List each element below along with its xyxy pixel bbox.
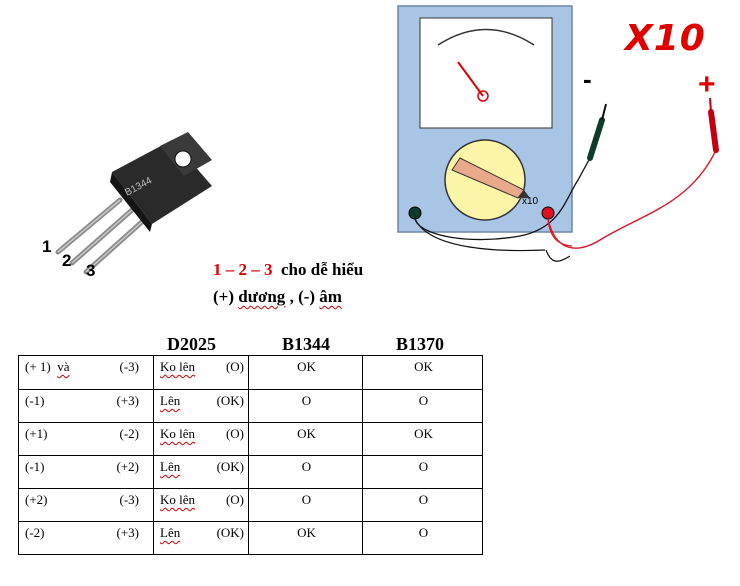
- b1344-result-cell: OK: [248, 355, 363, 390]
- red-probe: [708, 109, 719, 153]
- b1370-result-cell: O: [362, 521, 483, 555]
- polarity-positive-word: dương: [238, 287, 286, 306]
- column-header-d2025: D2025: [167, 334, 216, 354]
- probe-b: (+3): [116, 393, 140, 408]
- pin-order-text: 1 – 2 – 3: [213, 260, 273, 279]
- b1344-result-cell: OK: [248, 521, 363, 555]
- table-row: (+2) (-3) Ko lên (O) O O: [18, 488, 483, 522]
- b1344-result-cell: OK: [248, 422, 363, 456]
- pin-label-1: 1: [42, 237, 51, 256]
- polarity-open: (+: [213, 287, 229, 306]
- d2025-result-cell: Ko lên (O): [153, 422, 249, 456]
- d2025-value: (O): [225, 359, 244, 374]
- negative-probe-sign: -: [583, 64, 592, 94]
- dial-scale-label: x10: [522, 196, 539, 207]
- d2025-result-cell: Lên (OK): [153, 521, 249, 555]
- com-jack: [408, 206, 422, 220]
- d2025-word: Lên: [160, 459, 181, 474]
- probe-b: (+3): [116, 525, 140, 540]
- table-row: (-2) (+3) Lên (OK) OK O: [18, 521, 483, 555]
- b1344-result-cell: O: [248, 488, 363, 522]
- pin-order-suffix: cho dễ hiểu: [277, 260, 363, 279]
- probe-joiner: và: [57, 359, 70, 374]
- d2025-result-cell: Lên (OK): [153, 455, 249, 489]
- b1370-result-cell: O: [362, 389, 483, 423]
- polarity-rest: , (-): [289, 287, 316, 306]
- pin-order-suffix-text: cho dễ hiểu: [281, 260, 364, 279]
- d2025-word: Ko lên: [160, 359, 196, 374]
- probe-a: (+ 1): [25, 359, 51, 374]
- d2025-word: Ko lên: [160, 492, 196, 507]
- d2025-value: (O): [225, 426, 244, 441]
- polarity-caption: (+) dương , (-) âm: [213, 287, 342, 307]
- probe-pair-cell: (+ 1) và (-3): [18, 355, 154, 390]
- black-lead-wire: [414, 157, 591, 241]
- test-diagram: B1344 1 2 3 x10: [36, 5, 719, 280]
- b1344-result-cell: O: [248, 455, 363, 489]
- d2025-result-cell: Lên (OK): [153, 389, 249, 423]
- meter-display: [419, 17, 553, 129]
- column-header-b1344: B1344: [282, 334, 331, 354]
- b1370-result-cell: OK: [362, 422, 483, 456]
- probe-a: (-2): [25, 525, 45, 540]
- b1370-result-cell: O: [362, 455, 483, 489]
- black-probe: [587, 117, 605, 161]
- probe-b: (-2): [119, 426, 140, 441]
- red-lead-wire: [547, 149, 717, 249]
- d2025-value: (OK): [216, 525, 244, 540]
- table-row: (+1) (-2) Ko lên (O) OK OK: [18, 422, 483, 456]
- probe-a: (+1): [25, 426, 48, 441]
- pin-label-2: 2: [62, 251, 71, 270]
- b1344-result-cell: O: [248, 389, 363, 423]
- probe-pair-cell: (-2) (+3): [18, 521, 154, 555]
- probe-a: (-1): [25, 393, 45, 408]
- probe-pair-cell: (-1) (+2): [18, 455, 154, 489]
- d2025-word: Ko lên: [160, 426, 196, 441]
- probe-b: (-3): [119, 359, 140, 374]
- probe-a: (+2): [25, 492, 48, 507]
- range-setting-label: X10: [625, 18, 706, 59]
- meter-scale-arc: [437, 28, 535, 46]
- probe-pair-cell: (+2) (-3): [18, 488, 154, 522]
- d2025-value: (OK): [216, 459, 244, 474]
- polarity-negative-word: âm: [319, 287, 342, 306]
- polarity-close: ): [228, 287, 235, 306]
- pin-label-3: 3: [86, 261, 95, 280]
- b1370-result-cell: O: [362, 488, 483, 522]
- vohm-jack: [541, 206, 555, 220]
- positive-probe-sign: +: [698, 68, 716, 101]
- b1370-result-cell: OK: [362, 355, 483, 390]
- d2025-value: (OK): [216, 393, 244, 408]
- d2025-value: (O): [225, 492, 244, 507]
- d2025-word: Lên: [160, 525, 181, 540]
- transistor-image: B1344: [36, 118, 232, 278]
- probe-b: (+2): [116, 459, 140, 474]
- probe-b: (-3): [119, 492, 140, 507]
- meter-needle: [457, 61, 484, 97]
- column-header-b1370: B1370: [396, 334, 445, 354]
- d2025-result-cell: Ko lên (O): [153, 355, 249, 390]
- d2025-result-cell: Ko lên (O): [153, 488, 249, 522]
- d2025-word: Lên: [160, 393, 181, 408]
- table-row: (-1) (+3) Lên (OK) O O: [18, 389, 483, 423]
- probe-pair-cell: (-1) (+3): [18, 389, 154, 423]
- probe-a: (-1): [25, 459, 45, 474]
- test-results-table: (+ 1) và (-3) Ko lên (O) OK OK (-1) (+3)…: [18, 355, 483, 555]
- probe-pair-cell: (+1) (-2): [18, 422, 154, 456]
- multimeter: x10: [397, 5, 573, 233]
- table-row: (-1) (+2) Lên (OK) O O: [18, 455, 483, 489]
- pin-order-caption: 1 – 2 – 3 cho dễ hiểu: [213, 260, 363, 280]
- table-row: (+ 1) và (-3) Ko lên (O) OK OK: [18, 355, 483, 390]
